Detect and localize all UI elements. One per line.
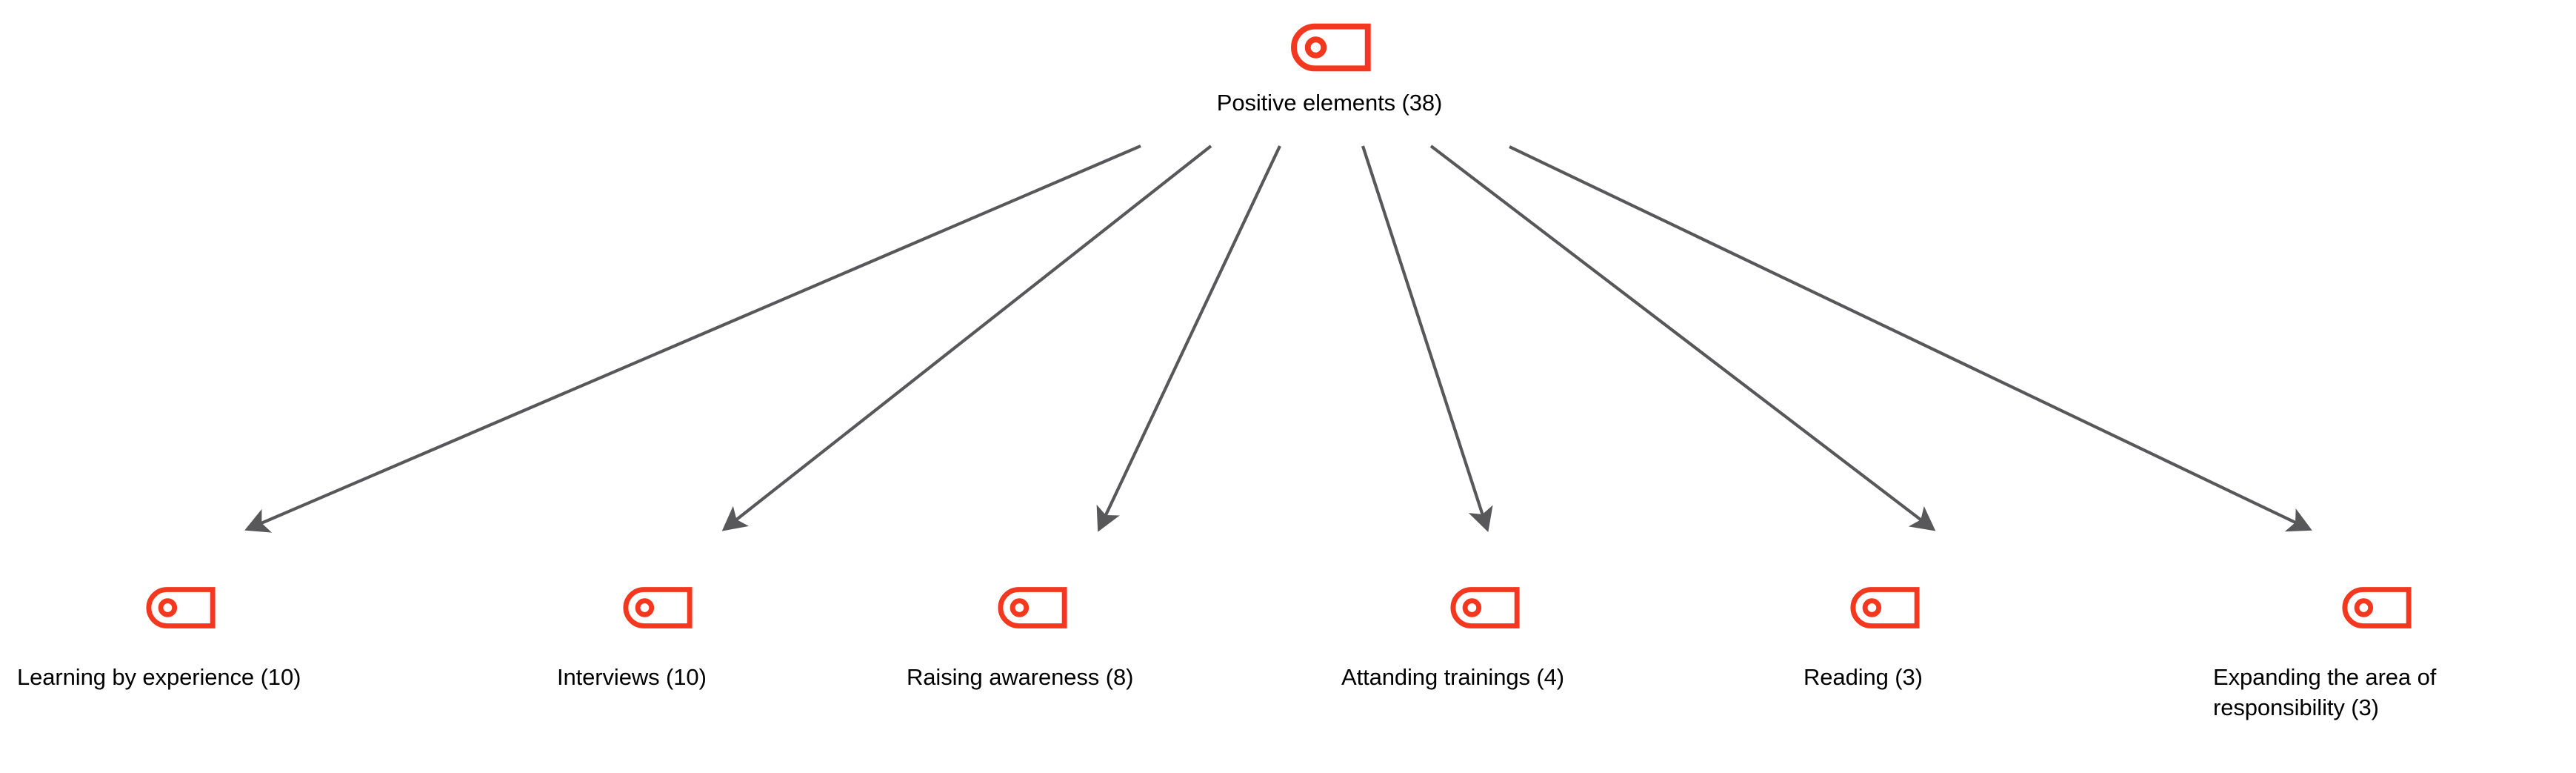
tag-icon-reading [1850,587,1920,628]
tag-icon-interviews [623,587,693,628]
edge-to-interviews [721,145,1212,531]
tag-icon-positive-elements [1291,23,1371,72]
edge-to-attanding-trainings [1361,145,1493,532]
edge-to-expanding-area-of-responsibility [1509,145,2312,532]
edge-to-raising-awareness [1096,145,1281,532]
node-label-learning-by-experience: Learning by experience (10) [17,664,301,690]
node-label-attanding-trainings: Attanding trainings (4) [1341,664,1564,690]
edge-to-reading [1429,145,1936,531]
node-label-interviews: Interviews (10) [557,664,707,690]
edge-to-learning-by-experience [244,145,1141,533]
node-label-positive-elements: Positive elements (38) [1216,90,1443,116]
tag-icon-expanding-area-of-responsibility [2342,587,2412,628]
node-label-reading: Reading (3) [1803,664,1923,690]
node-label-raising-awareness: Raising awareness (8) [907,664,1134,690]
tag-icon-attanding-trainings [1450,587,1520,628]
tag-icon-learning-by-experience [146,587,216,628]
node-label-expanding-area-of-responsibility: Expanding the area of responsibility (3) [2213,664,2437,720]
tag-icon-raising-awareness [998,587,1067,628]
